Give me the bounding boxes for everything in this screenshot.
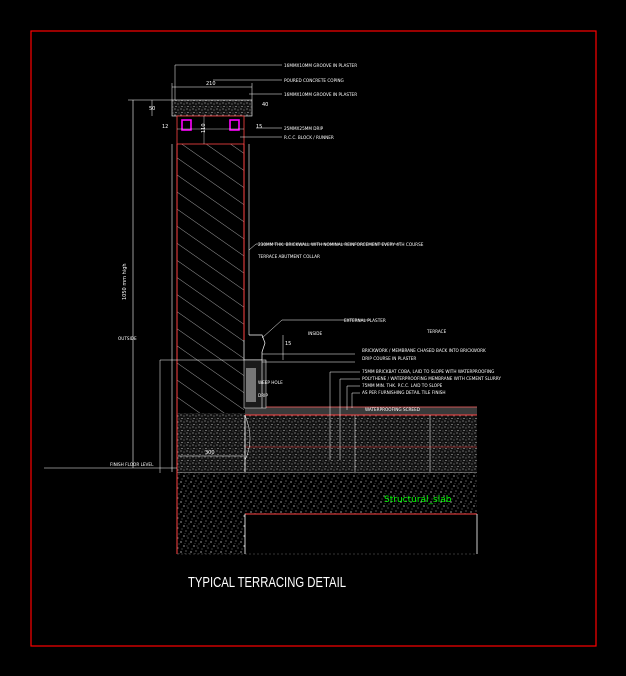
drawing-frame	[30, 30, 597, 647]
annotation-8: EXTERNAL PLASTER	[344, 318, 386, 323]
annotation-17: DRIP	[258, 393, 268, 398]
annotation-12: POLYTHENE / WATERPROOFING MEMBRANE WITH …	[362, 376, 501, 381]
dim-15: 15	[256, 124, 262, 130]
structural-slab-lower	[177, 514, 245, 554]
brick-wall	[177, 144, 244, 413]
dim-left: 50	[149, 106, 155, 112]
zone-terrace: TERRACE	[426, 329, 447, 334]
zone-outside: OUTSIDE	[118, 336, 137, 341]
annotations: 16MMX10MM GROOVE IN PLASTER POURED CONCR…	[257, 63, 501, 412]
drawing-title: TYPICAL TERRACING DETAIL	[188, 574, 346, 591]
annotation-14: AS PER FURNISHING DETAIL TILE FINISH	[362, 390, 446, 395]
dim-top-width: 210	[206, 81, 216, 87]
annotation-5: R.C.C. BLOCK / RUNNER	[284, 135, 334, 140]
zone-inside: INSIDE	[308, 331, 322, 336]
dim-15b: 15	[285, 341, 291, 347]
annotation-7: TERRACE ABUTMENT COLLAR	[257, 254, 320, 259]
annotation-4: 25MMX25MM DRIP	[284, 126, 324, 131]
annotation-2: POURED CONCRETE COPING	[284, 78, 344, 83]
coping	[171, 99, 253, 117]
dim-300: 300	[205, 450, 215, 456]
annotation-3: 16MMX10MM GROOVE IN PLASTER	[284, 92, 357, 97]
dim-110: 110	[201, 123, 207, 133]
structural-slab	[177, 472, 477, 514]
annotation-1: 16MMX10MM GROOVE IN PLASTER	[284, 63, 357, 68]
dim-top-right: 40	[262, 102, 268, 108]
zone-ffl: FINISH FLOOR LEVEL	[110, 462, 154, 467]
annotation-16: WEEP HOLE	[258, 380, 283, 385]
terrace-buildup	[177, 413, 477, 472]
annotation-9: DRIP COURSE IN PLASTER	[362, 356, 416, 361]
annotation-10: BRICKWORK / MEMBRANE CHASED BACK INTO BR…	[362, 348, 486, 353]
structural-slab-label: Structural_slab	[384, 495, 452, 505]
annotation-11: 75MM BRICKBAT COBA, LAID TO SLOPE WITH W…	[362, 369, 494, 374]
annotation-15: WATERPROOFING SCREED	[365, 407, 420, 412]
dim-height: 1050 mm high	[122, 263, 128, 300]
annotation-13: 75MM MIN. THK. P.C.C. LAID TO SLOPE	[362, 383, 443, 388]
annotation-6: 230MM THK. BRICKWALL WITH NOMINAL REINFO…	[258, 242, 424, 247]
dim-12: 12	[162, 124, 168, 130]
